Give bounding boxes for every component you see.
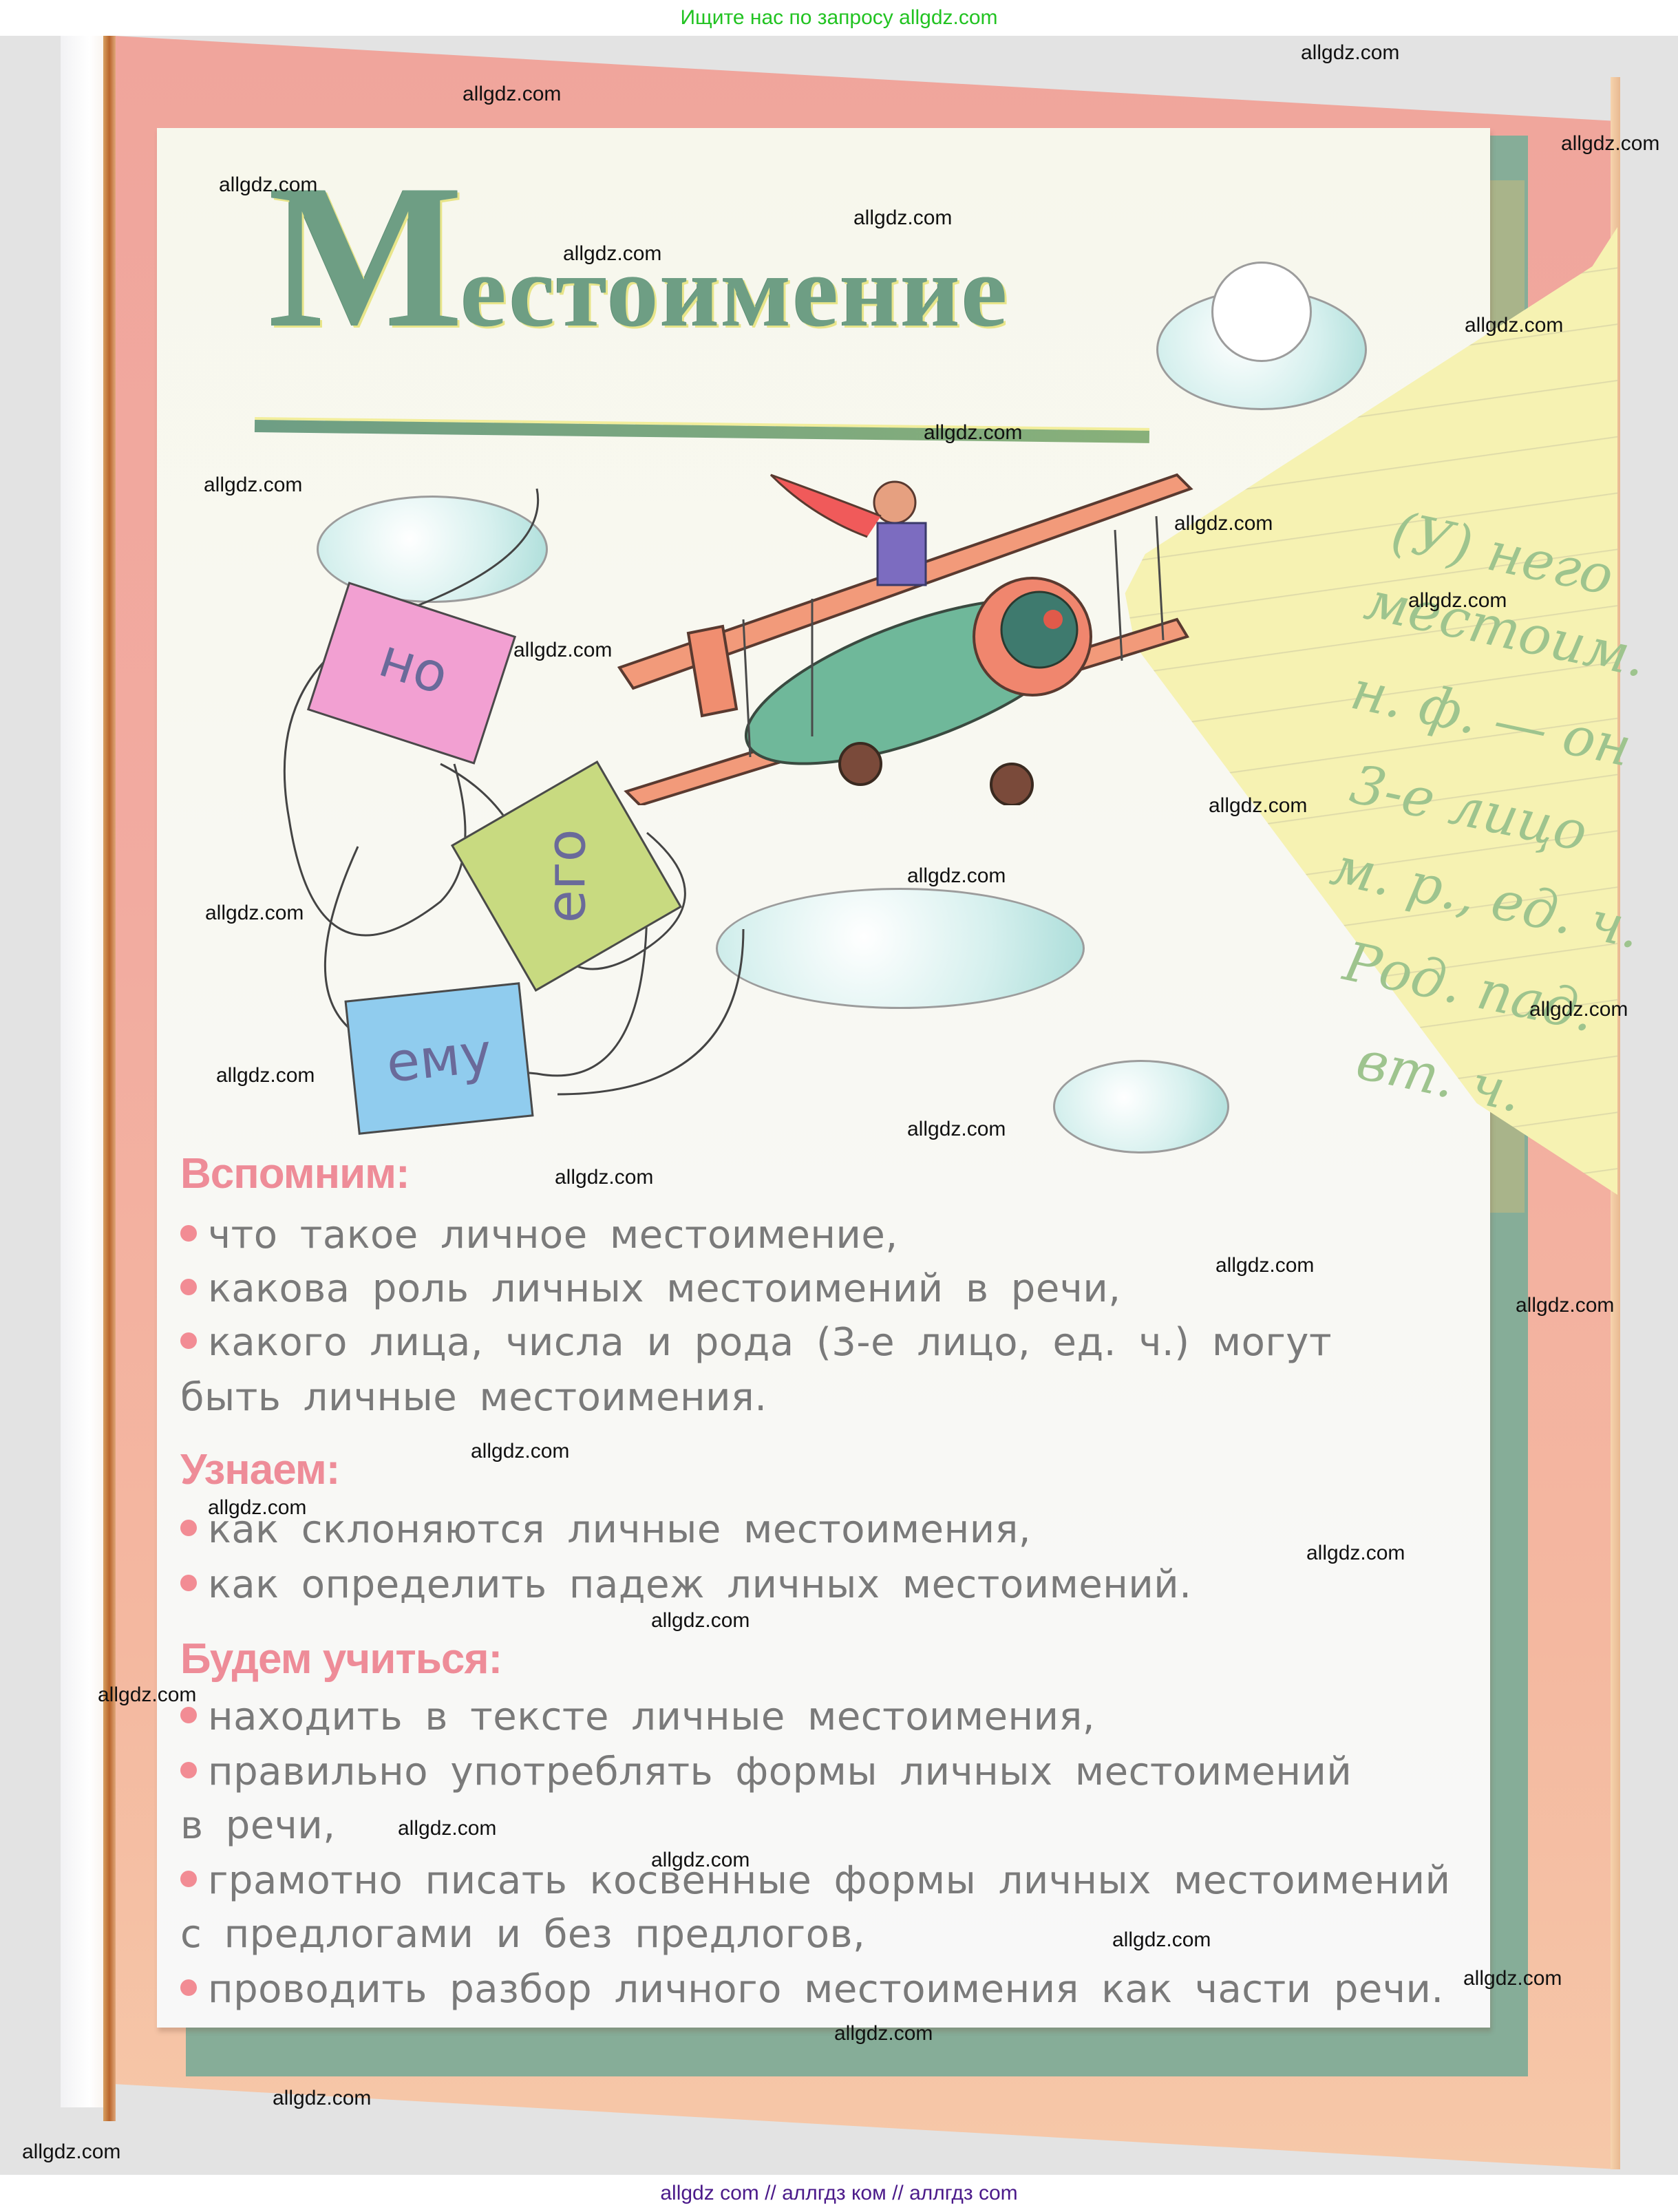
section-heading-will-learn: Будем учиться: xyxy=(180,1635,502,1683)
search-hint-banner: Ищите нас по запросу allgdz.com xyxy=(0,0,1678,36)
list-item: что такое личное местоимение, xyxy=(180,1213,898,1257)
bullet-dot-icon xyxy=(180,1706,197,1723)
cloud-illustration xyxy=(716,888,1085,1009)
section-heading-remember: Вспомним: xyxy=(180,1150,410,1198)
bullet-dot-icon xyxy=(180,1278,197,1295)
tag-label: его xyxy=(535,829,597,924)
bullet-dot-icon xyxy=(180,1519,197,1536)
title-rest: естоимение xyxy=(460,234,1009,348)
watermark: allgdz.com xyxy=(216,1064,315,1087)
watermark: allgdz.com xyxy=(398,1817,497,1840)
list-item: как определить падеж личных местоимений. xyxy=(180,1562,1192,1607)
watermark: allgdz.com xyxy=(1174,512,1273,535)
watermark: allgdz.com xyxy=(1306,1542,1405,1564)
list-item-continuation: с предлогами и без предлогов, xyxy=(180,1912,866,1957)
watermark: allgdz.com xyxy=(1465,314,1564,337)
watermark: allgdz.com xyxy=(651,1849,750,1871)
watermark: allgdz.com xyxy=(1516,1294,1615,1317)
watermark: allgdz.com xyxy=(208,1496,307,1519)
book-spine-left-page xyxy=(61,36,109,2107)
watermark: allgdz.com xyxy=(205,902,304,924)
list-item: находить в тексте личные местоимения, xyxy=(180,1694,1095,1739)
bullet-dot-icon xyxy=(180,1332,197,1349)
watermark: allgdz.com xyxy=(513,639,613,661)
page-title: Местоимение xyxy=(268,138,1008,375)
list-item-continuation: в речи, xyxy=(180,1803,336,1848)
list-item: какого лица, числа и рода (3-е лицо, ед.… xyxy=(180,1320,1332,1365)
bullet-dot-icon xyxy=(180,1224,197,1242)
watermark: allgdz.com xyxy=(651,1609,750,1632)
watermark: allgdz.com xyxy=(22,2140,121,2163)
watermark: allgdz.com xyxy=(471,1440,570,1463)
watermark: allgdz.com xyxy=(1301,41,1400,64)
tag-label: он xyxy=(370,632,454,714)
list-item: как склоняются личные местоимения, xyxy=(180,1507,1031,1552)
bullet-dot-icon xyxy=(180,1870,197,1887)
list-item: грамотно писать косвенные формы личных м… xyxy=(180,1858,1451,1903)
bullet-dot-icon xyxy=(180,1979,197,1996)
book-spine-edge xyxy=(103,36,116,2121)
watermark: allgdz.com xyxy=(1561,132,1660,155)
watermark: allgdz.com xyxy=(853,206,953,229)
watermark: allgdz.com xyxy=(98,1683,197,1706)
biplane-illustration xyxy=(617,473,1193,805)
watermark: allgdz.com xyxy=(563,242,662,265)
bullet-dot-icon xyxy=(180,1761,197,1778)
watermark: allgdz.com xyxy=(834,2022,933,2045)
watermark: allgdz.com xyxy=(924,421,1023,444)
list-item: какова роль личных местоимений в речи, xyxy=(180,1266,1121,1311)
watermark: allgdz.com xyxy=(1408,589,1507,612)
list-item: правильно употреблять формы личных место… xyxy=(180,1750,1352,1794)
cloud-illustration xyxy=(1211,262,1312,362)
watermark: allgdz.com xyxy=(1463,1967,1562,1990)
tag-emu: ему xyxy=(344,982,534,1135)
watermark: allgdz.com xyxy=(463,83,562,105)
watermark: allgdz.com xyxy=(219,173,318,196)
cloud-illustration xyxy=(1053,1060,1229,1153)
list-item-continuation: быть личные местоимения. xyxy=(180,1375,767,1420)
watermark: allgdz.com xyxy=(907,864,1006,887)
watermark: allgdz.com xyxy=(1112,1928,1211,1951)
bullet-dot-icon xyxy=(180,1574,197,1591)
watermark: allgdz.com xyxy=(907,1118,1006,1140)
tag-label: ему xyxy=(383,1022,495,1095)
list-item: проводить разбор личного местоимения как… xyxy=(180,1967,1444,2012)
watermark: allgdz.com xyxy=(273,2087,372,2109)
watermark: allgdz.com xyxy=(1209,794,1308,817)
site-footer-banner: allgdz com // аллгдз ком // аллгдз com xyxy=(0,2175,1678,2212)
watermark: allgdz.com xyxy=(1215,1254,1315,1277)
watermark: allgdz.com xyxy=(555,1166,654,1189)
section-heading-learn: Узнаем: xyxy=(180,1446,340,1493)
watermark: allgdz.com xyxy=(204,474,303,496)
title-initial: М xyxy=(268,142,463,370)
watermark: allgdz.com xyxy=(1529,998,1628,1021)
